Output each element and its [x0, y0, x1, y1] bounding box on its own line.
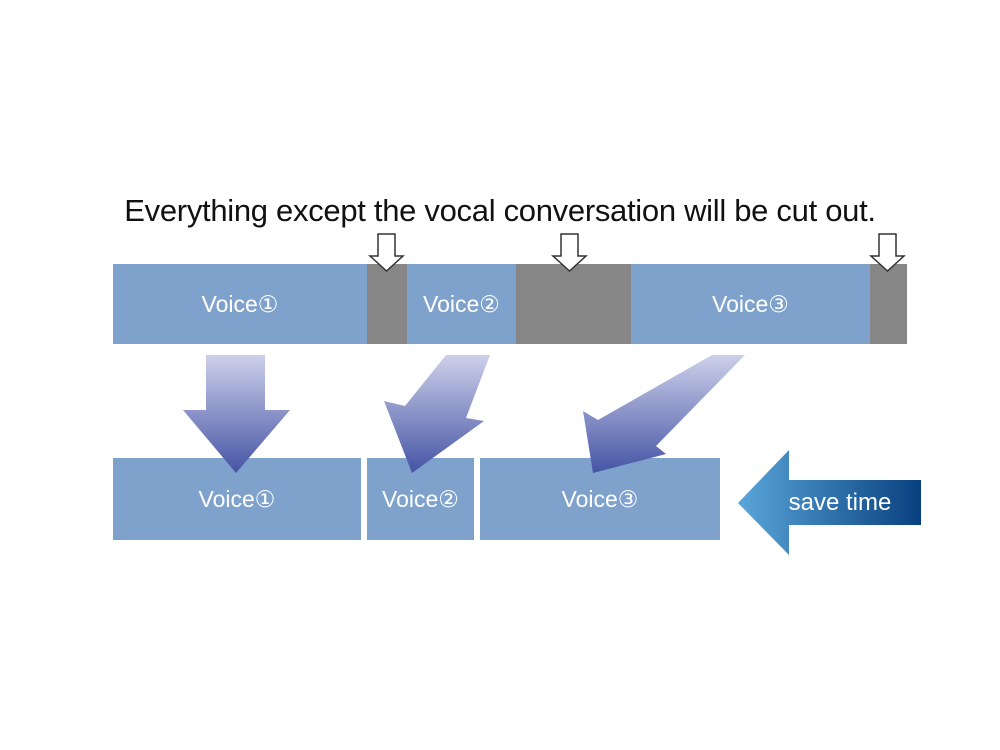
bottom-voice-2-label: Voice②: [382, 485, 459, 512]
top-voice-2-block: Voice②: [407, 264, 516, 344]
bottom-voice-3-label: Voice③: [561, 485, 639, 512]
cut-block-3: [870, 264, 907, 344]
bottom-voice-1-block: Voice①: [113, 458, 361, 540]
top-voice-1-block: Voice①: [113, 264, 367, 344]
flow-arrow-voice-2: [384, 355, 490, 473]
save-time-label: save time: [788, 489, 892, 516]
bottom-voice-2-block: Voice②: [367, 458, 474, 540]
top-voice-1-label: Voice①: [201, 290, 279, 317]
cut-block-2: [516, 264, 631, 344]
top-voice-3-label: Voice③: [712, 290, 789, 317]
top-voice-2-label: Voice②: [423, 290, 500, 317]
flow-arrow-voice-3: [583, 355, 745, 473]
bottom-voice-3-block: Voice③: [480, 458, 720, 540]
diagram-title: Everything except the vocal conversation…: [124, 193, 876, 228]
cut-block-1: [367, 264, 407, 344]
flow-arrow-voice-1: [183, 355, 290, 473]
top-voice-3-block: Voice③: [631, 264, 870, 344]
bottom-voice-1-label: Voice①: [198, 485, 276, 512]
